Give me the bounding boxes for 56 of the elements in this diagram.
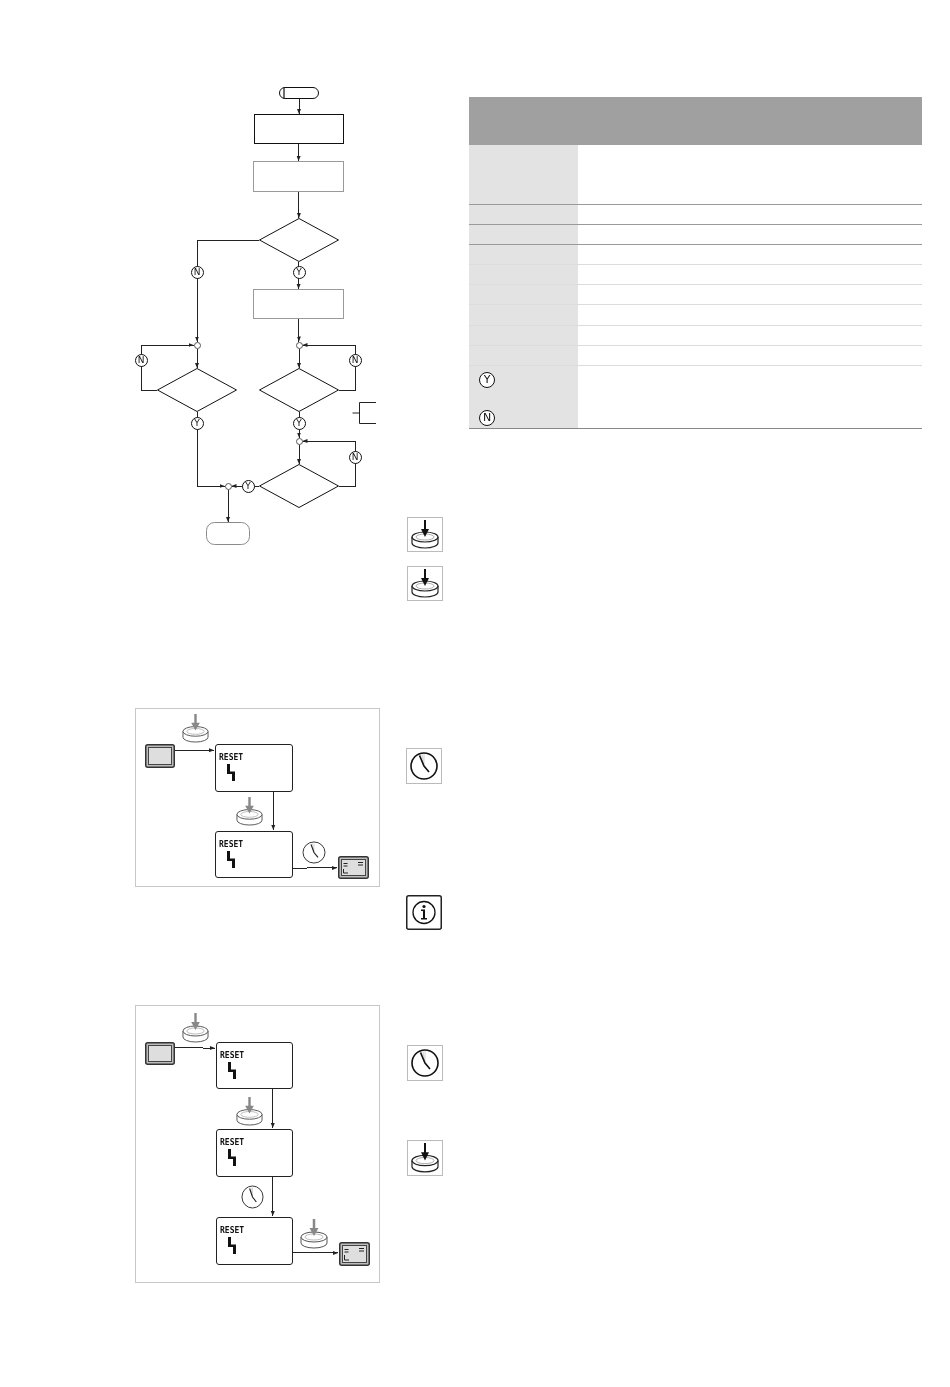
start-terminal (279, 87, 319, 99)
process-box (254, 114, 344, 144)
display-text: RESET (219, 840, 244, 849)
lcd-screen (215, 744, 293, 792)
arrow (291, 1251, 339, 1255)
display-text: RESET (220, 1051, 245, 1060)
process-box (253, 161, 344, 192)
arrow (196, 411, 225, 488)
decision-diamond (259, 368, 339, 412)
figure-frame (135, 1005, 380, 1283)
arrow (140, 343, 194, 391)
edge-label: Y (292, 265, 306, 279)
end-terminal (206, 522, 250, 545)
lcd-screen (216, 1129, 293, 1177)
junction-circle (295, 437, 303, 445)
arrow (302, 343, 356, 391)
arrow (297, 348, 301, 369)
edge-label: Y (241, 479, 255, 493)
junction-circle (295, 341, 303, 349)
decision-diamond (259, 464, 339, 508)
decision-diamond (259, 218, 339, 262)
arrow (226, 489, 230, 523)
edge-label: N (190, 265, 204, 279)
arrow (296, 191, 301, 219)
arrow (291, 865, 338, 870)
arrow (297, 98, 301, 115)
arrow (195, 348, 199, 369)
arrow (297, 444, 301, 465)
arrow (270, 1087, 275, 1129)
arrow (271, 790, 276, 831)
figure-frame (135, 708, 380, 887)
display-drawing (145, 744, 175, 768)
junction-circle (224, 482, 232, 490)
lcd-screen (216, 1042, 293, 1089)
display-drawing (145, 1042, 175, 1065)
arrow (231, 484, 260, 488)
edge-label: Y (190, 416, 204, 430)
arrow (270, 1175, 275, 1217)
edge-label: Y (292, 416, 306, 430)
display-text: RESET (219, 753, 244, 762)
lcd-screen (215, 831, 293, 878)
edge-label: N (348, 450, 362, 464)
display-text: RESET (220, 1138, 245, 1147)
arrow (296, 318, 301, 342)
display-drawing (338, 856, 369, 879)
lcd-screen (216, 1217, 293, 1265)
arrow (302, 439, 356, 487)
edge-label: N (134, 353, 148, 367)
junction-circle (193, 341, 201, 349)
arrow (195, 239, 260, 342)
display-drawing (339, 1242, 370, 1266)
edge-label: N (348, 353, 362, 367)
arrow (296, 143, 301, 162)
decision-diamond (157, 368, 237, 412)
display-text: RESET (220, 1226, 245, 1235)
process-box (253, 289, 344, 319)
